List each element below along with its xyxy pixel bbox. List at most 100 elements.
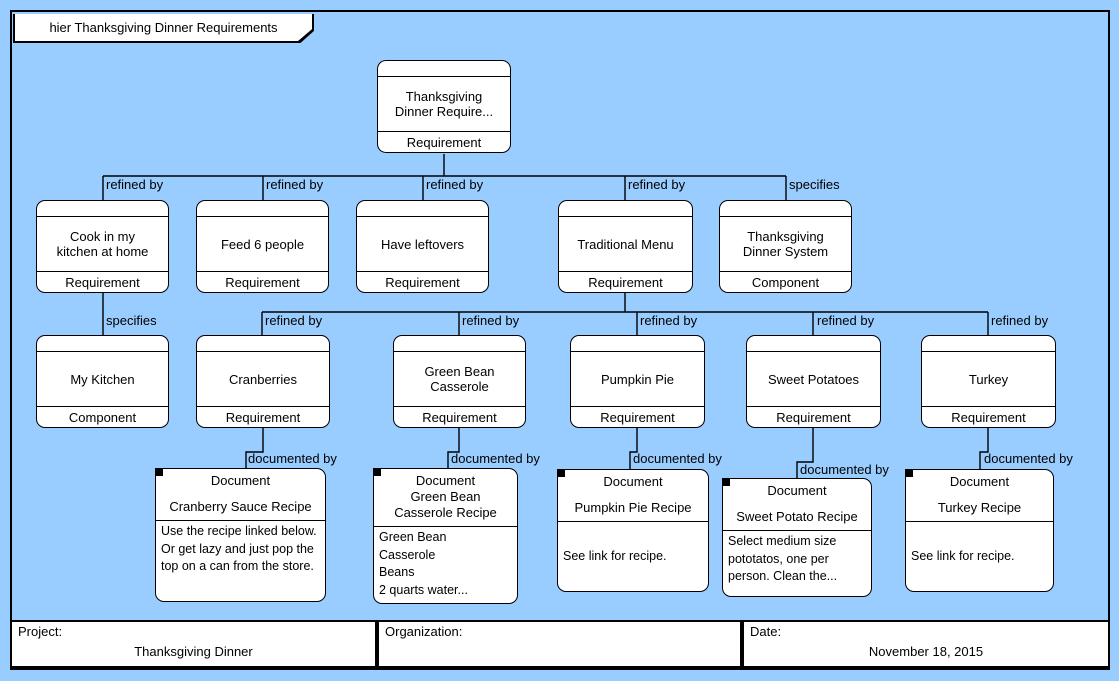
node-green-bean-casserole[interactable]: Green Bean Casserole Requirement xyxy=(393,335,526,428)
node-type-label: Component xyxy=(37,406,168,427)
document-title: Pumpkin Pie Recipe xyxy=(574,500,692,515)
node-name: Cranberries xyxy=(197,352,329,406)
node-name: My Kitchen xyxy=(37,352,168,406)
document-cranberry-sauce-recipe[interactable]: Document Cranberry Sauce Recipe Use the … xyxy=(155,468,326,602)
node-header-strip xyxy=(394,336,525,352)
node-type-label: Requirement xyxy=(37,271,168,292)
node-header-strip xyxy=(720,201,851,217)
footer-project-label: Project: xyxy=(18,624,63,639)
node-my-kitchen[interactable]: My Kitchen Component xyxy=(36,335,169,428)
document-sweet-potato-recipe[interactable]: Document Sweet Potato Recipe Select medi… xyxy=(722,478,872,597)
node-header-strip xyxy=(747,336,880,352)
node-sweet-potatoes[interactable]: Sweet Potatoes Requirement xyxy=(746,335,881,428)
edge-label-documented-by[interactable]: documented by xyxy=(984,451,1073,466)
footer-date-value: November 18, 2015 xyxy=(868,644,984,659)
node-turkey[interactable]: Turkey Requirement xyxy=(921,335,1056,428)
edge-label-specifies[interactable]: specifies xyxy=(789,177,840,192)
node-cranberries[interactable]: Cranberries Requirement xyxy=(196,335,330,428)
footer-project-cell: Project: Thanksgiving Dinner xyxy=(10,620,377,668)
node-name: Thanksgiving Dinner Require... xyxy=(378,77,510,131)
node-name: Have leftovers xyxy=(357,217,488,271)
node-name-text: Thanksgiving Dinner Require... xyxy=(394,89,494,119)
node-thanksgiving-dinner-system[interactable]: Thanksgiving Dinner System Component xyxy=(719,200,852,293)
diagram-frame-tab-face: hier Thanksgiving Dinner Requirements xyxy=(15,14,312,41)
node-name-text: Traditional Menu xyxy=(577,236,674,252)
footer-bar: Project: Thanksgiving Dinner Organizatio… xyxy=(10,620,1110,668)
node-type-label: Requirement xyxy=(378,131,510,152)
diagram-title: hier Thanksgiving Dinner Requirements xyxy=(49,20,278,35)
document-body-text: Select medium size pototatos, one per pe… xyxy=(723,530,871,596)
edge-label-refined-by[interactable]: refined by xyxy=(265,313,323,328)
node-pumpkin-pie[interactable]: Pumpkin Pie Requirement xyxy=(570,335,705,428)
node-header-strip xyxy=(922,336,1055,352)
node-name-text: Green Bean Casserole xyxy=(424,364,495,394)
node-name: Feed 6 people xyxy=(197,217,328,271)
edge-label-refined-by[interactable]: refined by xyxy=(106,177,164,192)
diagram-frame-tab: hier Thanksgiving Dinner Requirements xyxy=(13,14,314,43)
node-name: Pumpkin Pie xyxy=(571,352,704,406)
edge-label-documented-by[interactable]: documented by xyxy=(451,451,540,466)
node-name: Sweet Potatoes xyxy=(747,352,880,406)
diagram-frame xyxy=(10,10,1110,670)
node-type-label: Requirement xyxy=(559,271,692,292)
document-kind-label: Document xyxy=(603,474,663,489)
document-body-text: See link for recipe. xyxy=(906,521,1053,591)
node-type-label: Requirement xyxy=(357,271,488,292)
node-name-text: Have leftovers xyxy=(380,236,465,252)
edge-label-refined-by[interactable]: refined by xyxy=(817,313,875,328)
document-corner-marker xyxy=(155,468,163,476)
node-cook-in-my-kitchen[interactable]: Cook in my kitchen at home Requirement xyxy=(36,200,169,293)
footer-date-cell: Date: November 18, 2015 xyxy=(742,620,1110,668)
node-name-text: Cranberries xyxy=(229,371,297,387)
document-title: Sweet Potato Recipe xyxy=(736,509,858,524)
edge-label-specifies[interactable]: specifies xyxy=(106,313,157,328)
node-name-text: Pumpkin Pie xyxy=(601,371,674,387)
document-pumpkin-pie-recipe[interactable]: Document Pumpkin Pie Recipe See link for… xyxy=(557,469,709,592)
edge-label-refined-by[interactable]: refined by xyxy=(266,177,324,192)
document-header: Document Green Bean Casserole Recipe xyxy=(374,469,517,526)
document-body-text: Green Bean Casserole Beans 2 quarts wate… xyxy=(374,526,517,603)
edge-label-documented-by[interactable]: documented by xyxy=(800,462,889,477)
footer-date-label: Date: xyxy=(750,624,782,639)
node-type-label: Requirement xyxy=(922,406,1055,427)
edge-label-refined-by[interactable]: refined by xyxy=(462,313,520,328)
node-name: Green Bean Casserole xyxy=(394,352,525,406)
document-green-bean-casserole-recipe[interactable]: Document Green Bean Casserole Recipe Gre… xyxy=(373,468,518,604)
node-type-label: Requirement xyxy=(197,271,328,292)
edge-label-refined-by[interactable]: refined by xyxy=(640,313,698,328)
edge-label-refined-by[interactable]: refined by xyxy=(426,177,484,192)
edge-label-refined-by[interactable]: refined by xyxy=(628,177,686,192)
document-title: Green Bean Casserole Recipe xyxy=(394,489,497,520)
document-header: Document Cranberry Sauce Recipe xyxy=(156,469,325,520)
document-header: Document Sweet Potato Recipe xyxy=(723,479,871,530)
node-name: Cook in my kitchen at home xyxy=(37,217,168,271)
document-kind-label: Document xyxy=(767,483,827,498)
document-corner-marker xyxy=(722,478,730,486)
node-header-strip xyxy=(559,201,692,217)
document-corner-marker xyxy=(373,468,381,476)
node-type-label: Requirement xyxy=(197,406,329,427)
document-kind-label: Document xyxy=(949,474,1010,489)
footer-organization-cell: Organization: xyxy=(377,620,742,668)
document-turkey-recipe[interactable]: Document Turkey Recipe See link for reci… xyxy=(905,469,1054,592)
node-name: Traditional Menu xyxy=(559,217,692,271)
node-feed-6-people[interactable]: Feed 6 people Requirement xyxy=(196,200,329,293)
node-name: Turkey xyxy=(922,352,1055,406)
edge-label-documented-by[interactable]: documented by xyxy=(248,451,337,466)
node-type-label: Requirement xyxy=(394,406,525,427)
document-title: Turkey Recipe xyxy=(937,500,1022,515)
footer-organization-label: Organization: xyxy=(385,624,463,639)
node-name-text: My Kitchen xyxy=(70,371,135,387)
edge-label-refined-by[interactable]: refined by xyxy=(991,313,1049,328)
node-header-strip xyxy=(37,336,168,352)
document-body-text: See link for recipe. xyxy=(558,521,708,591)
node-thanksgiving-dinner-requirements[interactable]: Thanksgiving Dinner Require... Requireme… xyxy=(377,60,511,153)
node-traditional-menu[interactable]: Traditional Menu Requirement xyxy=(558,200,693,293)
node-have-leftovers[interactable]: Have leftovers Requirement xyxy=(356,200,489,293)
document-header: Document Pumpkin Pie Recipe xyxy=(558,470,708,521)
document-header: Document Turkey Recipe xyxy=(906,470,1053,521)
node-name-text: Feed 6 people xyxy=(220,236,305,252)
edge-label-documented-by[interactable]: documented by xyxy=(633,451,722,466)
node-name-text: Thanksgiving Dinner System xyxy=(742,229,829,259)
